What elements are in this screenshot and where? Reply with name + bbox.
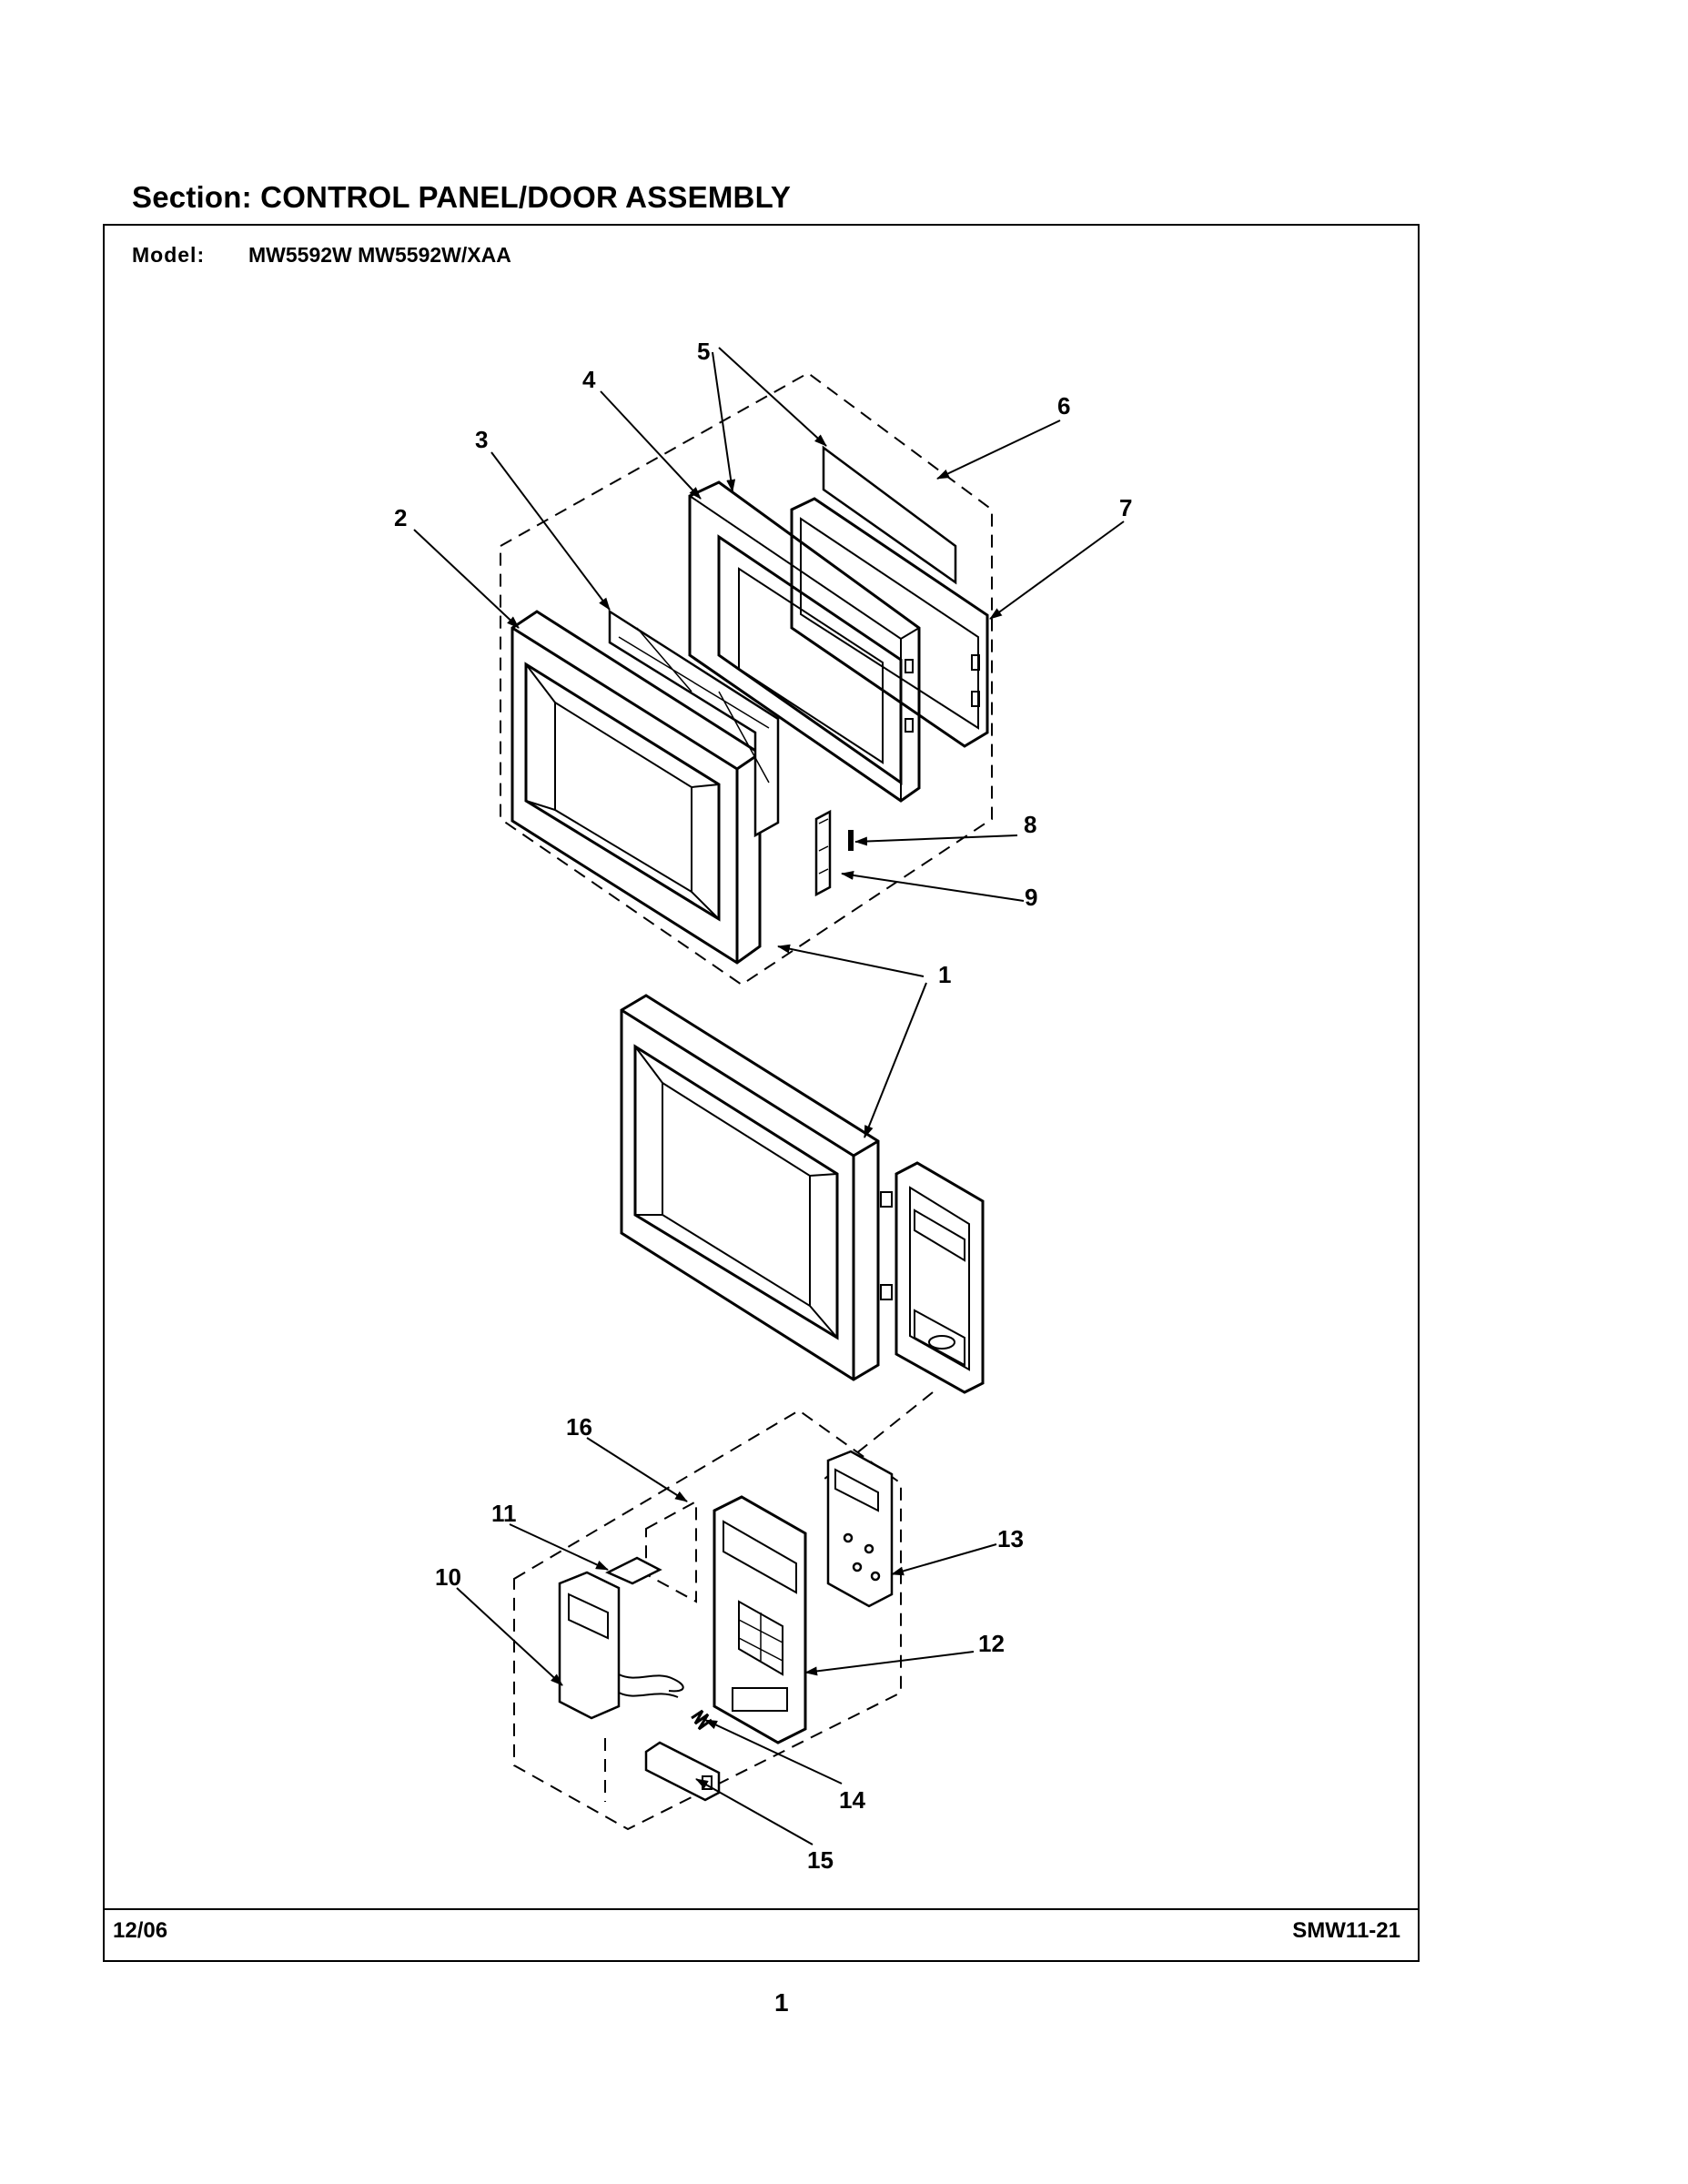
model-label: Model:: [132, 243, 206, 267]
callout-13: 13: [997, 1525, 1024, 1552]
diagram-frame: [103, 224, 1420, 1962]
part-10-membrane: [558, 1571, 684, 1720]
control-panel-assembled: [880, 1161, 985, 1394]
callout-leaders: [413, 347, 1125, 1845]
panel-explode-dashed-line: [818, 1391, 934, 1484]
model-value: MW5592W MW5592W/XAA: [248, 243, 511, 267]
footer-date: 12/06: [113, 1918, 168, 1943]
callout-7: 7: [1119, 494, 1132, 521]
callout-11: 11: [491, 1500, 517, 1527]
callout-10: 10: [435, 1563, 461, 1591]
callout-12: 12: [978, 1630, 1005, 1657]
part-14-spring: [691, 1709, 713, 1731]
part-3-screen: [608, 609, 780, 838]
part-13-circuit-board: [826, 1450, 894, 1608]
section-title: Section: CONTROL PANEL/DOOR ASSEMBLY: [132, 180, 791, 215]
callout-3: 3: [475, 426, 488, 453]
callout-2: 2: [394, 504, 407, 531]
callout-9: 9: [1025, 884, 1037, 911]
part-9-latch: [814, 809, 832, 897]
part-15-push-button: [644, 1741, 721, 1802]
panel-assembly-dashed-outline-inner: [604, 1500, 697, 1802]
callout-14: 14: [839, 1786, 865, 1814]
part-7-gasket: [790, 497, 989, 748]
callout-16: 16: [566, 1413, 592, 1441]
callout-1: 1: [938, 961, 951, 988]
footer-code: SMW11-21: [1292, 1918, 1400, 1943]
page-number: 1: [774, 1988, 789, 2017]
callout-6: 6: [1057, 392, 1070, 420]
part-6-plate: [822, 445, 957, 585]
callout-5: 5: [697, 338, 710, 365]
part-12-control-frame: [713, 1495, 807, 1744]
part-1-door-assembly: [620, 994, 880, 1381]
footer-divider: [103, 1908, 1420, 1910]
model-line: Model: MW5592W MW5592W/XAA: [132, 243, 511, 268]
part-2-door-frame: [510, 610, 762, 965]
callout-15: 15: [807, 1846, 834, 1874]
callout-labels: 1 2 3 4 5 6 7 8 9 10 11 12 13 14 15 16: [394, 338, 1132, 1874]
door-assembly-dashed-outline: [500, 371, 993, 986]
callout-8: 8: [1024, 811, 1036, 838]
section-name: CONTROL PANEL/DOOR ASSEMBLY: [260, 180, 792, 214]
panel-assembly-dashed-outline-outer: [513, 1409, 902, 1831]
section-prefix: Section:: [132, 180, 252, 214]
callout-4: 4: [582, 366, 596, 393]
part-11-label: [605, 1556, 662, 1585]
part-4-door-inner-frame: [688, 480, 921, 803]
